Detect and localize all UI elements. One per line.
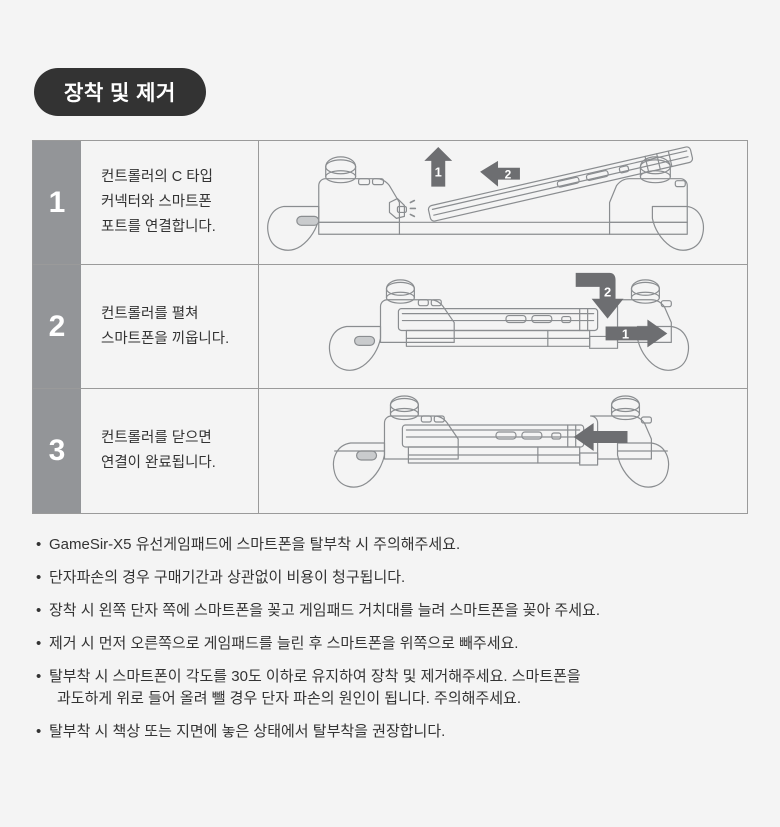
bullet-icon: • xyxy=(36,569,42,586)
note-line: 과도하게 위로 들어 올려 뺄 경우 단자 파손의 원인이 됩니다. 주의해주세… xyxy=(57,690,522,707)
step-description-line: 컨트롤러를 닫으면 xyxy=(101,430,212,446)
step-number-cell: 3 xyxy=(33,389,81,513)
note-line: 탈부착 시 스마트폰이 각도를 30도 이하로 유지하여 장착 및 제거해주세요… xyxy=(49,668,581,685)
step-number-cell: 1 xyxy=(33,141,81,264)
note-line: 장착 시 왼쪽 단자 쪽에 스마트폰을 꽂고 게임패드 거치대를 늘려 스마트폰… xyxy=(49,602,600,619)
arrow-left xyxy=(573,423,628,451)
svg-text:1: 1 xyxy=(622,326,629,341)
step-description-cell: 컨트롤러를 닫으면 연결이 완료됩니다. xyxy=(81,389,259,513)
steps-table: 1 컨트롤러의 C 타입 커넥터와 스마트폰 포트를 연결합니다. xyxy=(32,140,748,514)
arrow-down-2: 2 xyxy=(575,272,624,319)
table-row: 1 컨트롤러의 C 타입 커넥터와 스마트폰 포트를 연결합니다. xyxy=(33,141,747,265)
note-line: GameSir-X5 유선게임패드에 스마트폰을 탈부착 시 주의해주세요. xyxy=(49,536,461,553)
bullet-icon: • xyxy=(36,635,42,652)
note-line: 제거 시 먼저 오른쪽으로 게임패드를 늘린 후 스마트폰을 위쪽으로 빼주세요… xyxy=(49,635,519,652)
step-number-cell: 2 xyxy=(33,265,81,388)
step-description-cell: 컨트롤러를 펼쳐 스마트폰을 끼웁니다. xyxy=(81,265,259,388)
note-line: 단자파손의 경우 구매기간과 상관없이 비용이 청구됩니다. xyxy=(49,569,406,586)
note-text: 제거 시 먼저 오른쪽으로 게임패드를 늘린 후 스마트폰을 위쪽으로 빼주세요… xyxy=(49,633,751,655)
step-illustration-cell xyxy=(259,389,747,513)
arrow-left-2: 2 xyxy=(480,160,520,187)
step-number-label: 3 xyxy=(48,434,66,467)
notes-list: • GameSir-X5 유선게임패드에 스마트폰을 탈부착 시 주의해주세요.… xyxy=(36,534,751,754)
svg-text:2: 2 xyxy=(604,285,611,300)
note-line: 탈부착 시 책상 또는 지면에 놓은 상태에서 탈부착을 권장합니다. xyxy=(49,723,446,740)
step-description-line: 컨트롤러를 펼쳐 xyxy=(101,305,199,322)
arrow-up-1: 1 xyxy=(424,146,453,187)
table-row: 3 컨트롤러를 닫으면 연결이 완료됩니다. xyxy=(33,389,747,513)
controller-extend-insert-phone-illustration: 2 1 xyxy=(328,272,689,371)
section-title-label: 장착 및 제거 xyxy=(64,82,176,105)
note-text: 단자파손의 경우 구매기간과 상관없이 비용이 청구됩니다. xyxy=(49,567,751,589)
list-item: • 탈부착 시 책상 또는 지면에 놓은 상태에서 탈부착을 권장합니다. xyxy=(36,721,751,743)
controller-closed-illustration xyxy=(332,395,670,488)
step-illustration-cell: 1 2 xyxy=(259,141,747,264)
svg-text:1: 1 xyxy=(435,165,442,180)
note-text: 탈부착 시 책상 또는 지면에 놓은 상태에서 탈부착을 권장합니다. xyxy=(49,721,751,743)
step-number-label: 2 xyxy=(48,309,66,343)
step-description-line: 컨트롤러의 C 타입 xyxy=(101,169,213,185)
note-text: 장착 시 왼쪽 단자 쪽에 스마트폰을 꽂고 게임패드 거치대를 늘려 스마트폰… xyxy=(49,600,751,622)
step-number-label: 1 xyxy=(48,185,66,219)
section-title-badge: 장착 및 제거 xyxy=(34,68,206,116)
bullet-icon: • xyxy=(36,668,42,685)
step-description-line: 포트를 연결합니다. xyxy=(101,219,216,235)
list-item: • 장착 시 왼쪽 단자 쪽에 스마트폰을 꽂고 게임패드 거치대를 늘려 스마… xyxy=(36,600,751,622)
controller-connect-phone-illustration: 1 2 xyxy=(267,146,704,251)
bullet-icon: • xyxy=(36,602,42,619)
step-description-line: 스마트폰을 끼웁니다. xyxy=(101,330,230,347)
bullet-icon: • xyxy=(36,723,42,740)
list-item: • 탈부착 시 스마트폰이 각도를 30도 이하로 유지하여 장착 및 제거해주… xyxy=(36,666,751,710)
list-item: • GameSir-X5 유선게임패드에 스마트폰을 탈부착 시 주의해주세요. xyxy=(36,534,751,556)
step-illustration-cell: 2 1 xyxy=(259,265,747,388)
list-item: • 제거 시 먼저 오른쪽으로 게임패드를 늘린 후 스마트폰을 위쪽으로 빼주… xyxy=(36,633,751,655)
table-row: 2 컨트롤러를 펼쳐 스마트폰을 끼웁니다. xyxy=(33,265,747,389)
list-item: • 단자파손의 경우 구매기간과 상관없이 비용이 청구됩니다. xyxy=(36,567,751,589)
arrow-right-1: 1 xyxy=(605,319,668,348)
step-description-line: 연결이 완료됩니다. xyxy=(101,455,216,471)
bullet-icon: • xyxy=(36,536,42,553)
note-text: GameSir-X5 유선게임패드에 스마트폰을 탈부착 시 주의해주세요. xyxy=(49,534,751,556)
step-description-line: 커넥터와 스마트폰 xyxy=(101,194,212,210)
note-text: 탈부착 시 스마트폰이 각도를 30도 이하로 유지하여 장착 및 제거해주세요… xyxy=(49,666,751,710)
svg-text:2: 2 xyxy=(505,168,512,182)
step-description-cell: 컨트롤러의 C 타입 커넥터와 스마트폰 포트를 연결합니다. xyxy=(81,141,259,264)
